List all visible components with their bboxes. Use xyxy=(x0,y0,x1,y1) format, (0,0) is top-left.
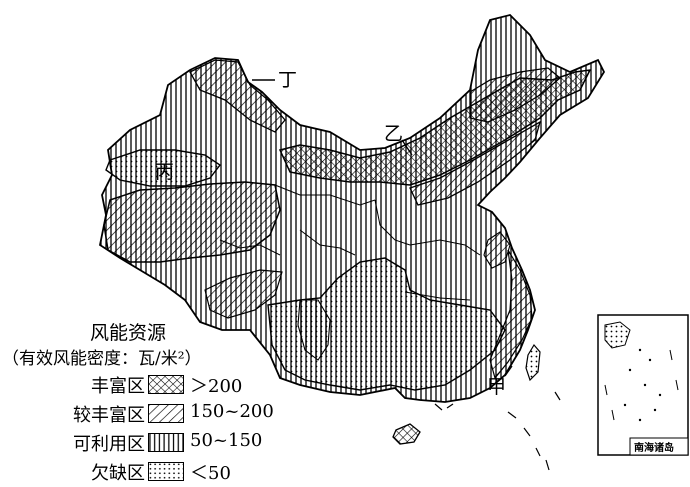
south-china-sea-inset: 南海诸岛 xyxy=(597,314,689,456)
coastal-dashes xyxy=(434,391,561,471)
region-deficient-tarim xyxy=(105,149,222,187)
region-relatively-abundant-patch xyxy=(204,269,283,319)
legend-range: ＜50 xyxy=(190,463,231,484)
legend-row-abundant: 丰富区 ＞200 xyxy=(0,372,300,398)
hainan-island xyxy=(392,423,421,445)
crosshatch-swatch xyxy=(148,375,184,394)
diagonal-swatch xyxy=(148,404,184,423)
legend-title: 风能资源 xyxy=(90,322,167,344)
region-relatively-abundant-southeast-coast xyxy=(489,249,533,380)
legend-label: 可利用区 xyxy=(73,434,145,455)
region-relatively-abundant-tibet xyxy=(103,181,281,263)
taiwan-island xyxy=(525,343,541,382)
legend-label: 欠缺区 xyxy=(91,463,145,484)
legend: 风能资源 （有效风能密度：瓦/米²） 丰富区 ＞200 较丰富区 150~200… xyxy=(0,316,300,486)
legend-label: 丰富区 xyxy=(91,376,145,397)
legend-subtitle: （有效风能密度：瓦/米²） xyxy=(2,349,202,369)
label-jia-pointer xyxy=(504,365,513,377)
region-relatively-abundant-shandong xyxy=(483,231,511,269)
region-relatively-abundant-altai xyxy=(189,59,286,133)
legend-row-relatively-abundant: 较丰富区 150~200 xyxy=(0,401,300,427)
label-yi: 乙 xyxy=(384,123,403,145)
legend-range: 50~150 xyxy=(190,430,263,451)
inset-title: 南海诸岛 xyxy=(634,441,674,454)
legend-range: 150~200 xyxy=(190,401,274,422)
legend-label: 较丰富区 xyxy=(73,405,145,426)
region-relatively-abundant-northeast xyxy=(469,67,562,123)
legend-row-usable: 可利用区 50~150 xyxy=(0,430,300,456)
label-yi-pointer xyxy=(401,139,413,156)
label-bing: 丙 xyxy=(155,161,174,183)
label-ding: 丁 xyxy=(278,69,297,91)
region-usable-south-inner xyxy=(297,299,331,361)
label-jia: 甲 xyxy=(487,376,506,398)
legend-range: ＞200 xyxy=(190,376,243,397)
dots-swatch xyxy=(148,462,184,481)
legend-row-deficient: 欠缺区 ＜50 xyxy=(0,459,300,485)
internal-boundaries xyxy=(219,184,481,301)
vertical-swatch xyxy=(148,433,184,452)
region-relatively-abundant-north-band xyxy=(409,120,542,206)
